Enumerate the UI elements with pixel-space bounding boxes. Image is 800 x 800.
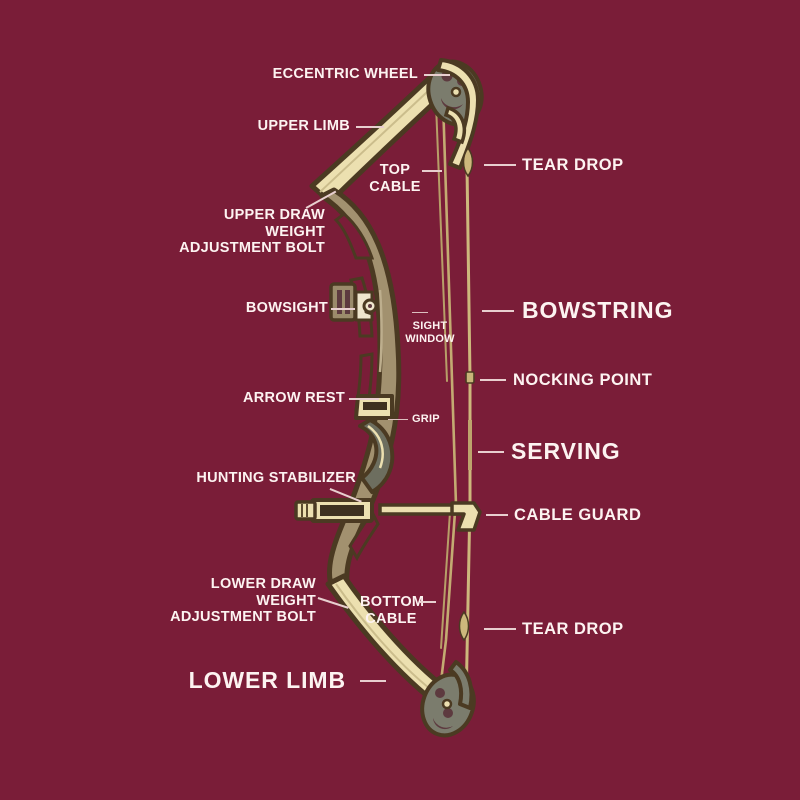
leader-lower-limb [360,680,386,682]
bottom-cable-line [438,510,457,692]
label-bottom-cable: Bottom Cable [360,594,425,627]
label-upper-draw-weight-adjustment-bolt: Upper Draw Weight Adjustment Bolt [179,207,325,257]
leader-upper-limb [356,126,384,128]
leader-serving [478,451,504,453]
top-cable-strand [435,103,448,382]
leader-sight-window [412,312,428,314]
cable-guard-part [378,501,482,532]
eccentric-wheel-top [426,58,484,170]
leader-tear-drop-upper [484,164,516,166]
label-bowstring: Bowstring [522,297,674,323]
leader-bottom-cable [420,601,436,603]
label-serving: Serving [511,438,621,464]
leader-grip [388,419,408,421]
label-sight-window: Sight Window [405,320,455,345]
bottom-cable-strand [440,511,451,649]
leader-arrow-rest [349,398,379,400]
bowsight-assembly [329,282,378,322]
hunting-stabilizer-part [294,498,374,523]
label-eccentric-wheel: Eccentric Wheel [272,66,418,82]
label-tear-drop-upper: Tear Drop [522,156,624,174]
leader-nocking-point [480,379,506,381]
leader-bowstring [482,310,514,312]
tear-drop-fittings [458,146,474,642]
eccentric-wheel-bottom [420,660,476,738]
leader-cable-guard [486,514,508,516]
label-upper-limb: Upper Limb [257,118,350,134]
label-lower-limb: Lower Limb [188,667,346,693]
label-nocking-point: Nocking Point [513,371,653,389]
leader-tear-drop-lower [484,628,516,630]
label-cable-guard: Cable Guard [514,506,642,524]
label-tear-drop-lower: Tear Drop [522,620,624,638]
arrow-rest-part [354,394,394,420]
label-hunting-stabilizer: Hunting Stabilizer [196,470,356,486]
top-cable-line [441,98,458,507]
label-top-cable: Top Cable [369,162,421,195]
label-grip: Grip [412,413,440,425]
nocking-point-part [465,371,475,384]
leader-top-cable [422,170,442,172]
label-arrow-rest: Arrow Rest [243,390,345,406]
grip-part [358,418,395,494]
sight-window-edge [378,289,383,373]
leader-eccentric-wheel [424,74,450,76]
bowstring-line [464,94,472,708]
label-bowsight: Bowsight [245,300,328,316]
leader-bowsight [331,308,355,310]
label-lower-draw-weight-adjustment-bolt: Lower Draw Weight Adjustment Bolt [170,576,316,626]
